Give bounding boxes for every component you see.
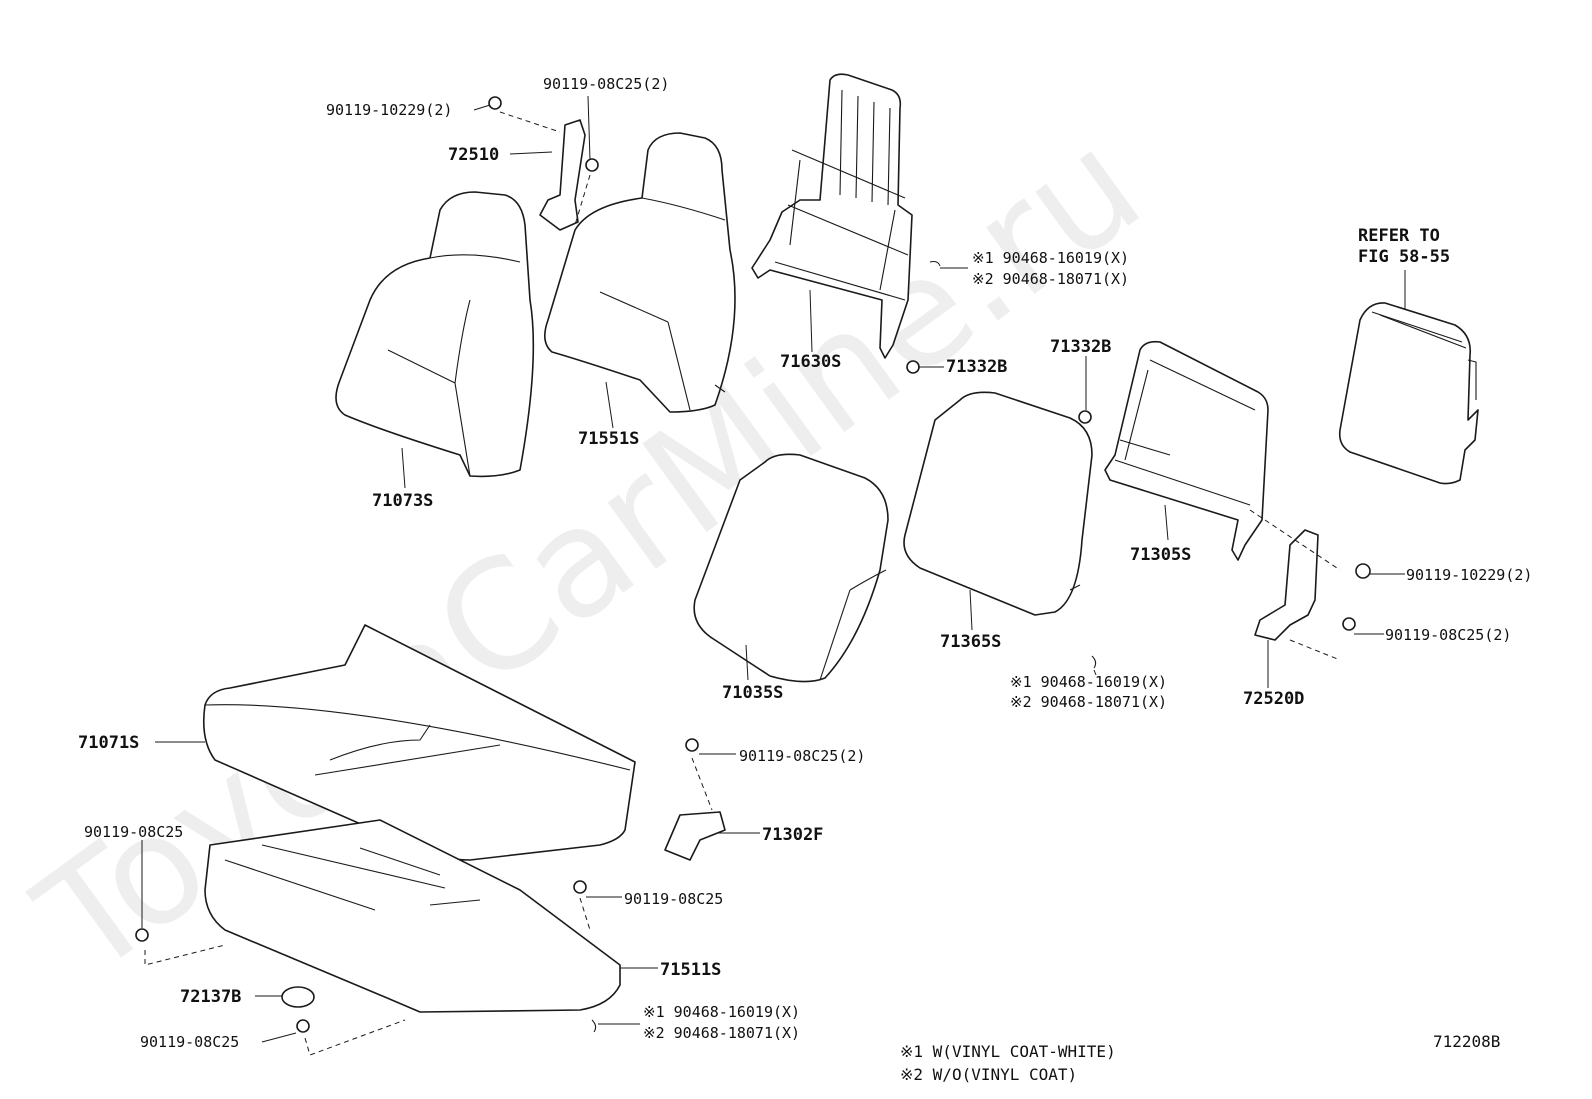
seat-back-71073s: [335, 191, 535, 478]
hinge-72520d: [1254, 529, 1319, 641]
part-label: 71035S: [722, 683, 783, 703]
part-label: 72520D: [1243, 689, 1304, 709]
part-label: 71332B: [946, 357, 1007, 377]
part-label: ※1 90468-16019(X): [643, 1003, 800, 1021]
part-label: 71551S: [578, 429, 639, 449]
part-label: 71073S: [372, 491, 433, 511]
alignment-lines: [144, 111, 1341, 1056]
part-label: 90119-10229(2): [326, 101, 452, 119]
bolt-icon: [135, 96, 1371, 1033]
part-label: 90119-10229(2): [1406, 566, 1532, 584]
part-label: 71332B: [1050, 337, 1111, 357]
figure-ref: 712208B: [1433, 1032, 1500, 1051]
part-label: 90119-08C25(2): [1385, 626, 1511, 644]
part-label: ※2 90468-18071(X): [1010, 693, 1167, 711]
bracket-71302f: [664, 811, 726, 861]
part-label: 71302F: [762, 825, 823, 845]
part-label: 90119-08C25: [140, 1033, 239, 1051]
seat-back-frame-71305s: [1104, 340, 1269, 561]
part-label: REFER TO: [1358, 226, 1440, 246]
seat-back-71551s: [544, 132, 736, 413]
note-2: ※2 W/O(VINYL COAT): [900, 1065, 1077, 1084]
part-label: FIG 58-55: [1358, 247, 1450, 267]
part-label: 71071S: [78, 733, 139, 753]
part-label: 90119-08C25: [624, 890, 723, 908]
leader-lines: [141, 95, 1406, 1043]
part-label: ※1 90468-16019(X): [972, 249, 1129, 267]
part-label: ※1 90468-16019(X): [1010, 673, 1167, 691]
note-1: ※1 W(VINYL COAT-WHITE): [900, 1042, 1116, 1061]
part-label: 71305S: [1130, 545, 1191, 565]
part-label: 71511S: [660, 960, 721, 980]
cap-72137b: [281, 986, 315, 1008]
part-label: 90119-08C25(2): [543, 75, 669, 93]
part-label: 90119-08C25(2): [739, 747, 865, 765]
seat-back-cover-refer: [1338, 302, 1479, 485]
seat-cushion-71035s: [693, 453, 889, 683]
part-label: ※2 90468-18071(X): [643, 1024, 800, 1042]
part-labels: 90119-10229(2) 90119-08C25(2) 72510 7107…: [78, 75, 1532, 1051]
seat-cushion-71365s: [903, 391, 1093, 616]
part-label: 72137B: [180, 987, 241, 1007]
seat-pan-71511s: [204, 819, 621, 1013]
part-label: 71630S: [780, 352, 841, 372]
part-label: 90119-08C25: [84, 823, 183, 841]
notes: ※1 W(VINYL COAT-WHITE) ※2 W/O(VINYL COAT…: [900, 1032, 1500, 1084]
seat-back-frame-71630s: [751, 73, 913, 359]
hinge-72510: [539, 119, 586, 231]
part-label: 71365S: [940, 632, 1001, 652]
part-label: 72510: [448, 145, 499, 165]
part-label: ※2 90468-18071(X): [972, 270, 1129, 288]
